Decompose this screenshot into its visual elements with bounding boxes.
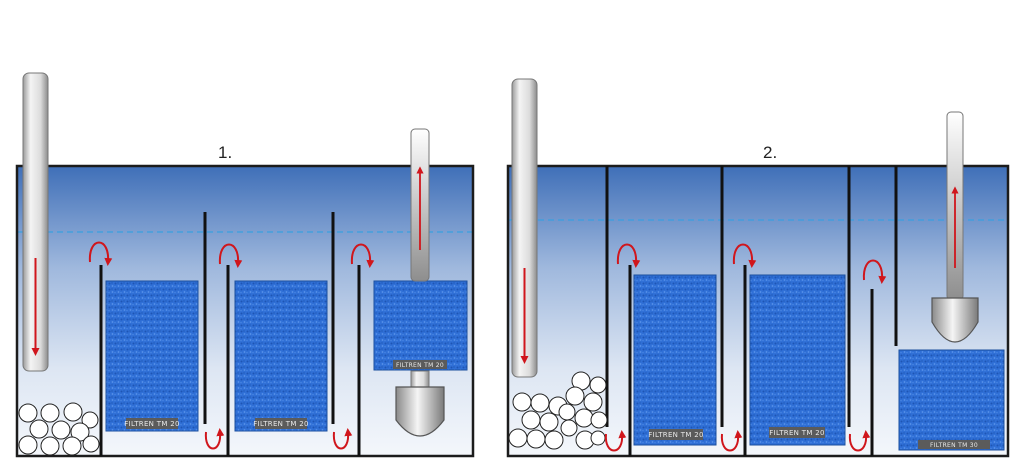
bio-balls-2 — [508, 371, 608, 450]
sponge-label-plate — [769, 427, 825, 438]
flow-arrow — [332, 428, 353, 450]
flow-arrow — [848, 430, 871, 452]
sponge-label-plate — [255, 418, 307, 429]
sponge-label-plate — [393, 360, 447, 369]
pump-1 — [395, 386, 445, 437]
inlet-pipe-1 — [22, 72, 49, 372]
panel-1-number: 1. — [218, 143, 232, 162]
inlet-pipe-2 — [511, 78, 538, 378]
sponge-label: FILTREN TM 20 — [253, 420, 308, 428]
sponge-label: FILTREN TM 20 — [769, 429, 824, 437]
flow-arrow — [616, 243, 641, 268]
flow-arrow — [218, 243, 243, 268]
tank-2 — [506, 164, 1010, 458]
sponge-label: FILTREN TM 20 — [648, 431, 703, 439]
sponge-label: FILTREN TM 30 — [930, 442, 978, 449]
sponge-2b — [749, 274, 846, 446]
tank-1 — [15, 164, 475, 458]
sponge-label-plate — [126, 418, 178, 429]
flow-arrow — [862, 259, 887, 284]
panel-2-number: 2. — [763, 143, 777, 162]
flow-arrow — [88, 241, 113, 266]
bio-balls-1 — [18, 402, 100, 456]
flow-arrow — [732, 243, 757, 268]
sponge-2a — [633, 274, 717, 446]
sponge-1c — [373, 280, 468, 371]
panel-2: 2. FILTREN TM 20 — [506, 78, 1010, 458]
sponge-2c — [898, 349, 1005, 451]
sponge-label: FILTREN TM 20 — [124, 420, 179, 428]
flow-arrow — [720, 430, 743, 452]
sponge-label-plate — [918, 440, 990, 449]
flow-arrow — [204, 428, 225, 450]
panel-1: 1. FILTREN TM 20 FILTREN TM 20 F — [15, 72, 475, 458]
sponge-1b — [234, 280, 328, 432]
flow-arrow — [604, 430, 627, 452]
sponge-1a — [105, 280, 199, 432]
sponge-label: FILTREN TM 20 — [396, 362, 444, 369]
pump-2 — [931, 297, 979, 343]
flow-arrow — [350, 243, 375, 268]
sponge-label-plate — [649, 429, 703, 440]
pump-neck-1 — [410, 370, 430, 388]
